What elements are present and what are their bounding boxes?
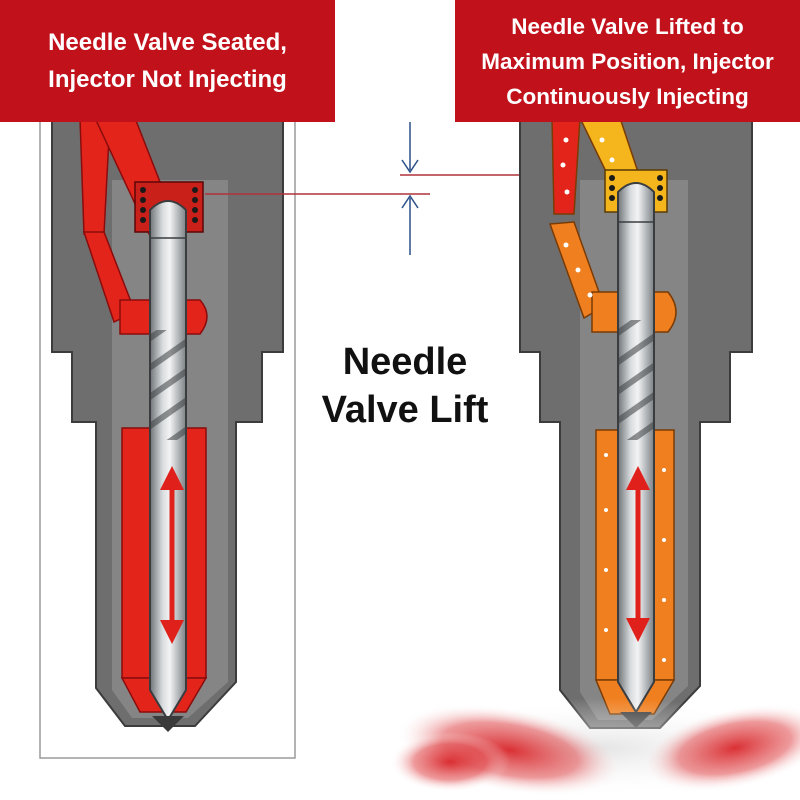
right-banner-line-1: Needle Valve Lifted to <box>511 13 744 39</box>
needle-valve-lift-label: Needle Valve Lift <box>300 338 510 434</box>
center-label-line-1: Needle <box>342 341 468 383</box>
right-banner-line-2: Maximum Position, Injector <box>481 48 774 74</box>
right-state-banner: Needle Valve Lifted to Maximum Position,… <box>455 0 800 122</box>
left-nozzle-tip <box>152 716 184 732</box>
right-fuel-droplets <box>560 137 666 662</box>
right-lift-arrow-icon <box>626 466 650 642</box>
up-arrow-icon <box>401 194 419 209</box>
spray-plume-right <box>641 704 800 792</box>
right-needle <box>617 182 655 714</box>
down-arrow-icon <box>401 159 419 174</box>
left-injector <box>39 117 296 759</box>
left-lift-arrow-icon <box>160 466 184 644</box>
right-banner-line-3: Continuously Injecting <box>506 83 749 109</box>
right-injector <box>519 117 753 729</box>
fuel-spray <box>390 698 800 798</box>
left-banner-line-1: Needle Valve Seated, <box>48 29 287 56</box>
left-needle <box>149 200 187 722</box>
left-banner-line-2: Injector Not Injecting <box>48 66 287 93</box>
center-label-line-2: Valve Lift <box>321 389 489 431</box>
left-state-banner: Needle Valve Seated, Injector Not Inject… <box>0 0 335 122</box>
